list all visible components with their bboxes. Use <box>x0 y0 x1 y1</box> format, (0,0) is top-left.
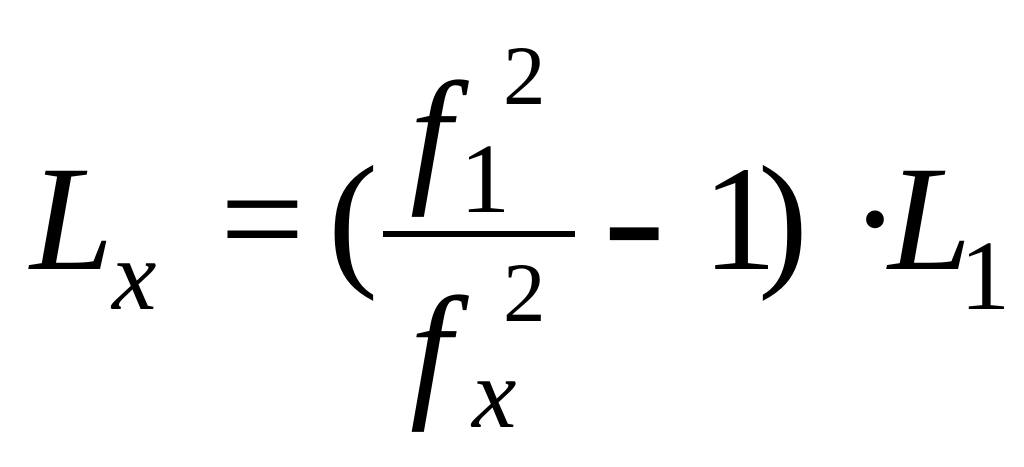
open-paren: ( <box>328 136 378 302</box>
close-paren: ) <box>758 136 808 302</box>
denominator-symbol: f <box>410 267 452 433</box>
constant-one: 1 <box>702 136 777 302</box>
equals-sign: = <box>220 136 305 302</box>
denominator-subscript: x <box>472 338 517 449</box>
rhs-subscript: 1 <box>960 220 1010 331</box>
multiplication-dot: · <box>850 136 900 302</box>
minus-sign: - <box>603 136 666 302</box>
fraction-bar <box>383 231 575 237</box>
lhs-symbol: L <box>30 136 114 302</box>
denominator-superscript: 2 <box>503 246 546 340</box>
lhs-subscript: x <box>112 220 157 331</box>
numerator-superscript: 2 <box>503 29 546 123</box>
rhs-symbol: L <box>888 136 972 302</box>
numerator-subscript: 1 <box>460 123 510 234</box>
numerator-symbol: f <box>410 52 452 218</box>
